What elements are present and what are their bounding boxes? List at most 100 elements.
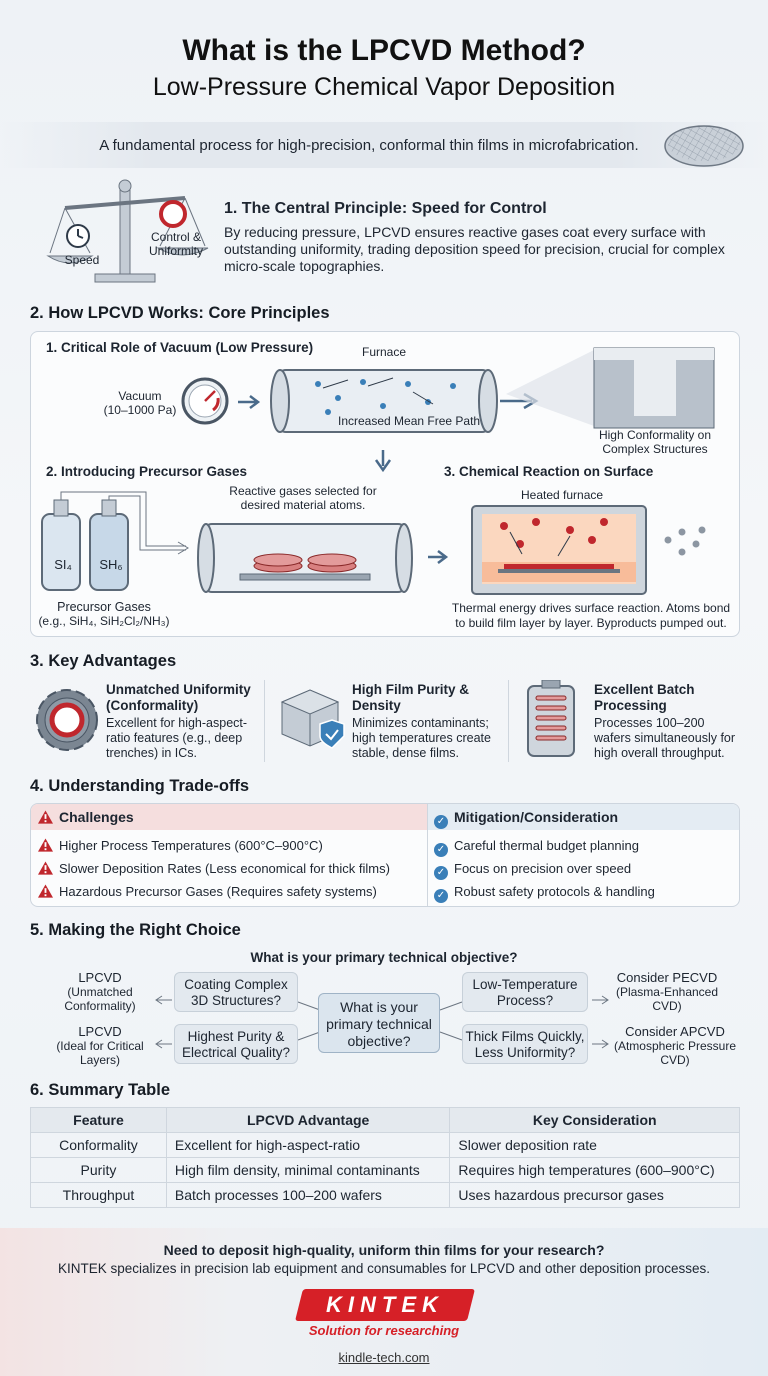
how-title: 2. How LPCVD Works: Core Principles xyxy=(30,304,330,322)
advantage-3-title: Excellent Batch Processing xyxy=(594,682,695,713)
page-title: What is the LPCVD Method? xyxy=(182,34,586,67)
pressure-gauge-icon xyxy=(181,377,229,425)
tagline: Solution for researching xyxy=(308,1323,460,1338)
reactive-note: Reactive gases selected for desired mate… xyxy=(229,484,377,512)
table-row: Conformality Excellent for high-aspect-r… xyxy=(30,1132,740,1158)
check-icon: ✓ xyxy=(434,866,448,880)
principle-title: 1. The Central Principle: Speed for Cont… xyxy=(224,200,547,217)
arrow-down-icon xyxy=(374,450,392,473)
warning-icon xyxy=(38,861,53,875)
summary-col-feature: Feature xyxy=(30,1107,167,1133)
scale-speed-label: Speed xyxy=(64,253,100,267)
choice-question: What is your primary technical objective… xyxy=(250,950,518,965)
table-cell: Uses hazardous precursor gases xyxy=(449,1182,740,1208)
shield-cube-icon xyxy=(280,689,345,749)
precursor-examples: (e.g., SiH₄, SiH₂Cl₂/NH₃) xyxy=(38,614,170,628)
outcome-tl-sub: (Unmatched Conformality) xyxy=(64,985,136,1013)
outcome-br-main: Consider APCVD xyxy=(625,1024,725,1039)
outcome-bl-main: LPCVD xyxy=(78,1024,122,1039)
kintek-logo-text[interactable]: KINTEK xyxy=(326,1292,444,1317)
outcome-br-sub: (Atmospheric Pressure CVD) xyxy=(613,1039,737,1067)
wafer-icon xyxy=(664,125,744,167)
summary-col-advantage: LPCVD Advantage xyxy=(165,1107,451,1133)
website-link[interactable]: kindle-tech.com xyxy=(338,1350,430,1365)
arrow-right-icon-2 xyxy=(428,550,449,564)
precursor-label: Precursor Gases xyxy=(57,600,151,614)
mitigation-label: Mitigation/Consideration xyxy=(454,809,619,825)
challenge-row: Higher Process Temperatures (600°C–900°C… xyxy=(38,838,323,853)
summary-table: Feature LPCVD Advantage Key Consideratio… xyxy=(30,1107,740,1208)
question-box-tl: Coating Complex 3D Structures? xyxy=(174,972,298,1012)
table-cell: Purity xyxy=(30,1157,167,1183)
advantage-2-desc: Minimizes contaminants; high temperature… xyxy=(352,716,491,760)
divider xyxy=(264,680,265,762)
trench-diagram xyxy=(506,347,715,429)
question-box-bl: Highest Purity & Electrical Quality? xyxy=(174,1024,298,1064)
challenges-label: Challenges xyxy=(59,809,134,825)
vacuum-range: (10–1000 Pa) xyxy=(103,403,177,417)
table-cell: Slower deposition rate xyxy=(449,1132,740,1158)
table-cell: High film density, minimal contaminants xyxy=(165,1157,451,1183)
outcome-bl-sub: (Ideal for Critical Layers) xyxy=(56,1039,144,1067)
intro-text: A fundamental process for high-precision… xyxy=(99,137,639,154)
warning-icon xyxy=(38,838,53,852)
outcome-tl-main: LPCVD xyxy=(78,970,122,985)
table-cell: Excellent for high-aspect-ratio xyxy=(165,1132,451,1158)
choice-title: 5. Making the Right Choice xyxy=(30,921,241,939)
gas1-label: SI₄ xyxy=(54,557,72,572)
challenge-row: Slower Deposition Rates (Less economical… xyxy=(38,861,390,876)
page-subtitle: Low-Pressure Chemical Vapor Deposition xyxy=(152,73,616,101)
decision-center: What is your primary technical objective… xyxy=(318,993,440,1053)
table-cell: Requires high temperatures (600–900°C) xyxy=(449,1157,740,1183)
balance-scale-icon xyxy=(46,179,209,283)
advantage-1-title: Unmatched Uniformity (Conformality) xyxy=(106,682,251,713)
intro-band xyxy=(0,122,768,168)
challenges-header: Challenges xyxy=(38,809,134,825)
check-icon: ✓ xyxy=(434,843,448,857)
warning-icon xyxy=(38,884,53,898)
advantages-title: 3. Key Advantages xyxy=(30,652,177,670)
furnace-tube xyxy=(270,369,498,433)
mitigation-text: Careful thermal budget planning xyxy=(454,838,640,853)
summary-header-row: Feature LPCVD Advantage Key Consideratio… xyxy=(30,1107,740,1133)
question-box-tr: Low-Temperature Process? xyxy=(462,972,588,1012)
advantage-2-title: High Film Purity & Density xyxy=(352,682,470,713)
outcome-tr-main: Consider PECVD xyxy=(616,970,718,985)
step2-title: 2. Introducing Precursor Gases xyxy=(46,464,248,479)
vacuum-label: Vacuum xyxy=(118,389,162,403)
table-cell: Conformality xyxy=(30,1132,167,1158)
mitigation-text: Focus on precision over speed xyxy=(454,861,632,876)
table-cell: Throughput xyxy=(30,1182,167,1208)
table-cell: Batch processes 100–200 wafers xyxy=(165,1182,451,1208)
challenge-text: Hazardous Precursor Gases (Requires safe… xyxy=(59,884,377,899)
mean-free-path-label: Increased Mean Free Path xyxy=(338,414,481,428)
decision-connectors xyxy=(155,995,609,1049)
conformality-label: High Conformality on Complex Structures xyxy=(598,428,712,456)
tradeoffs-panel xyxy=(30,803,740,907)
table-row: Purity High film density, minimal contam… xyxy=(30,1157,740,1183)
outcome-tr: Consider PECVD (Plasma-Enhanced CVD) xyxy=(612,970,722,1013)
gear-icon xyxy=(36,689,98,751)
outcome-tr-sub: (Plasma-Enhanced CVD) xyxy=(615,985,719,1013)
challenge-text: Slower Deposition Rates (Less economical… xyxy=(59,861,390,876)
challenge-text: Higher Process Temperatures (600°C–900°C… xyxy=(59,838,323,853)
table-row: Throughput Batch processes 100–200 wafer… xyxy=(30,1182,740,1208)
mitigation-row: ✓ Careful thermal budget planning xyxy=(434,838,639,857)
heated-furnace-label: Heated furnace xyxy=(521,488,604,502)
advantage-1-desc: Excellent for high-aspect-ratio features… xyxy=(106,716,248,760)
mitigation-row: ✓ Focus on precision over speed xyxy=(434,861,631,880)
challenge-row: Hazardous Precursor Gases (Requires safe… xyxy=(38,884,377,899)
check-icon: ✓ xyxy=(434,815,448,829)
check-icon: ✓ xyxy=(434,889,448,903)
reaction-note: Thermal energy drives surface reaction. … xyxy=(451,601,731,630)
warning-icon xyxy=(38,810,53,824)
divider xyxy=(508,680,509,762)
advantage-3-desc: Processes 100–200 wafers simultaneously … xyxy=(594,716,736,760)
outcome-bl: LPCVD (Ideal for Critical Layers) xyxy=(50,1024,150,1067)
gas2-label: SH₆ xyxy=(99,557,123,572)
summary-col-consideration: Key Consideration xyxy=(449,1107,740,1133)
question-box-br: Thick Films Quickly, Less Uniformity? xyxy=(462,1024,588,1064)
mitigation-header: ✓ Mitigation/Consideration xyxy=(434,809,618,829)
wafer-furnace xyxy=(197,523,413,593)
gas-cylinders xyxy=(41,491,189,591)
